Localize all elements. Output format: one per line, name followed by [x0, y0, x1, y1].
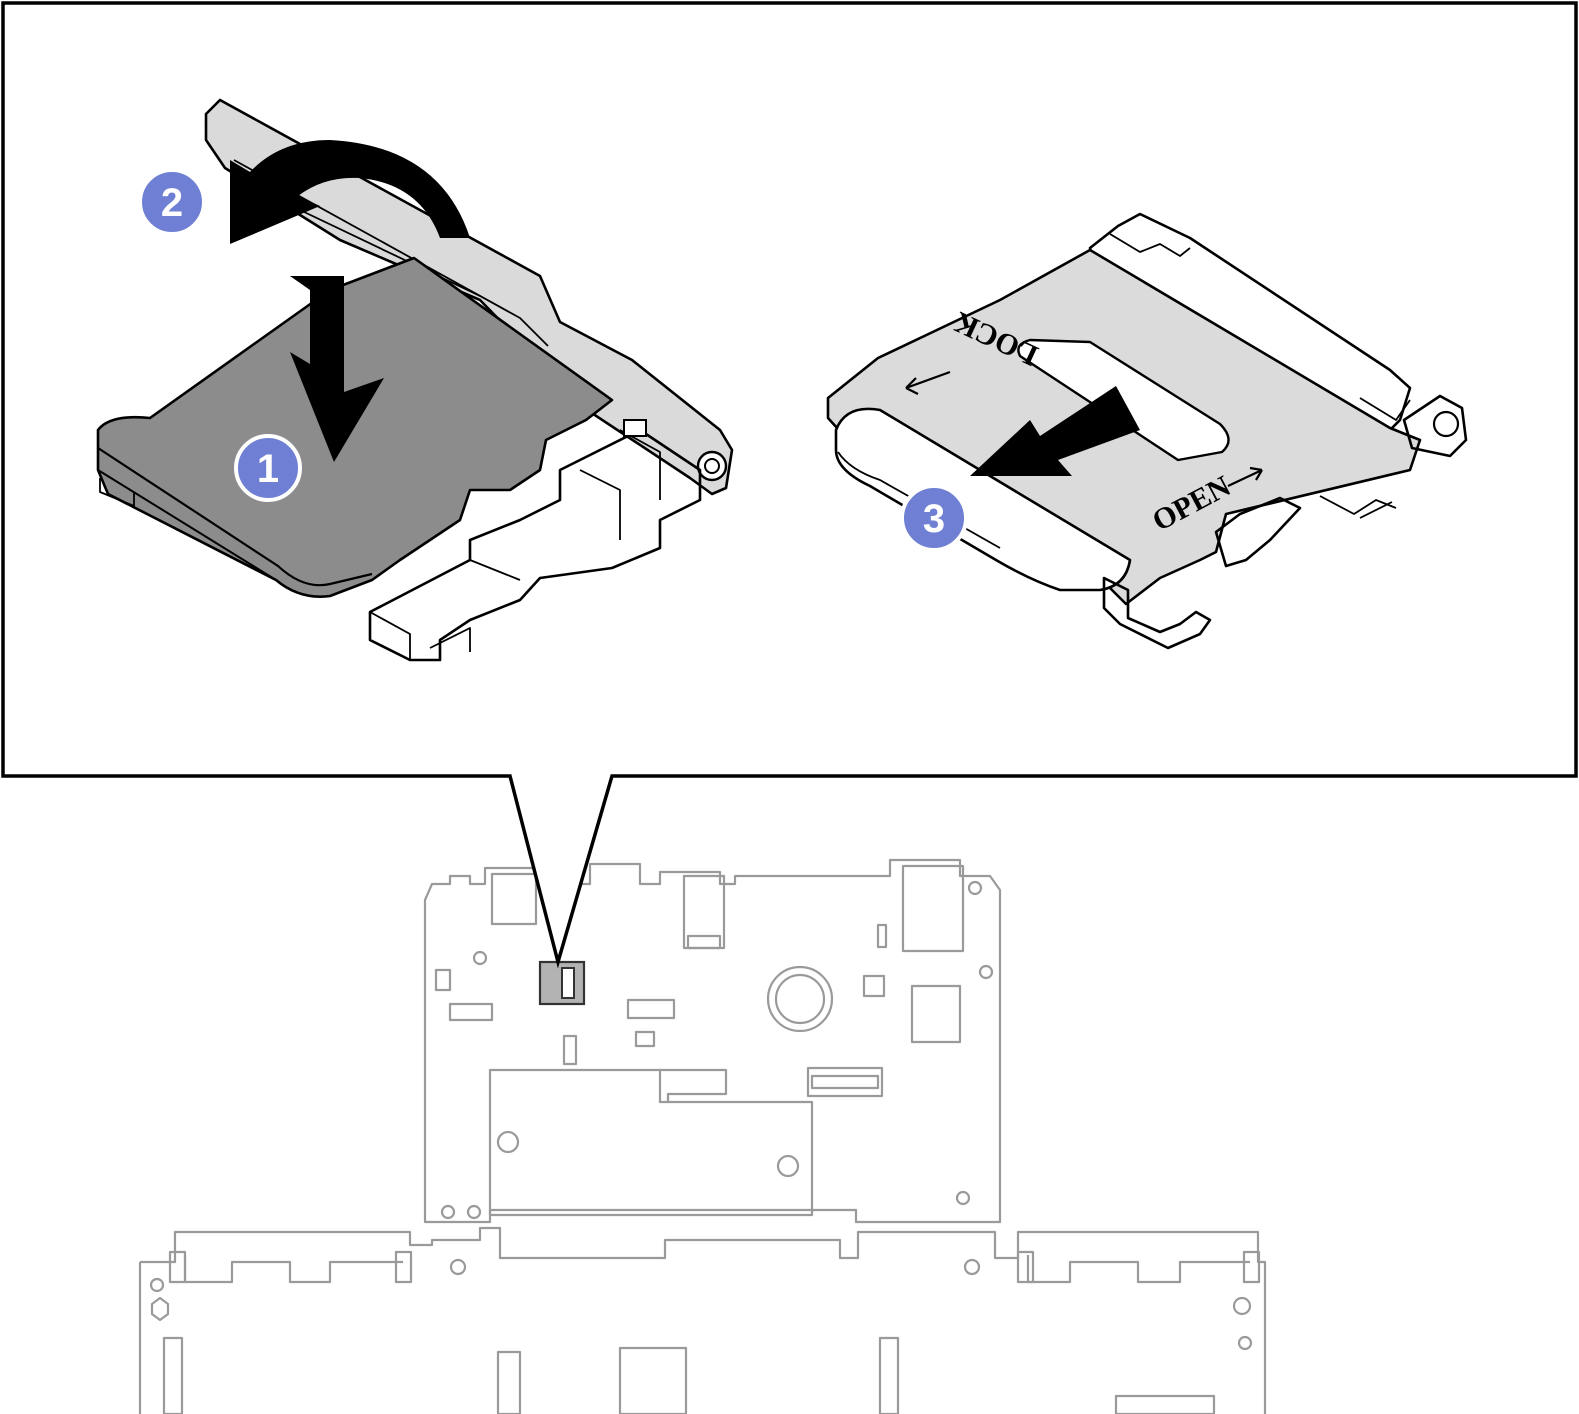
lock-slide-arrow [970, 386, 1140, 476]
step-3-callout: 3 [900, 484, 968, 552]
step-1-callout: 1 [234, 434, 302, 502]
system-board [138, 858, 1267, 1414]
microsd-card [96, 256, 614, 598]
step-2-callout: 2 [138, 168, 206, 236]
close-latch-arrow [230, 140, 470, 244]
socket-closed: LOCK OPEN [826, 212, 1468, 650]
svg-text:2: 2 [161, 181, 183, 225]
socket-open-with-card [96, 98, 734, 662]
svg-text:1: 1 [257, 447, 279, 491]
insert-arrow [290, 276, 384, 462]
svg-text:3: 3 [923, 497, 945, 541]
